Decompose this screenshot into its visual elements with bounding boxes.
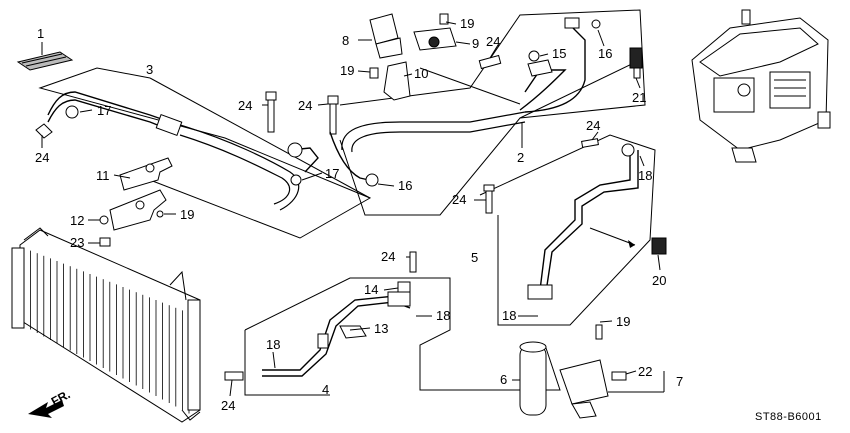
- callout-21: 21: [632, 90, 646, 105]
- callout-24: 24: [221, 398, 235, 413]
- callout-24: 24: [586, 118, 600, 133]
- callout-11: 11: [96, 168, 110, 183]
- callout-19: 19: [460, 16, 474, 31]
- callout-labels: 1 3 17 24 24 24 17 11 12 19 23 8 19 9 24…: [35, 16, 683, 413]
- callout-6: 6: [500, 372, 507, 387]
- leader-lines: [41, 21, 665, 397]
- callout-15: 15: [552, 46, 566, 61]
- callout-20: 20: [652, 273, 666, 288]
- callout-9: 9: [472, 36, 479, 51]
- bolts: [224, 54, 599, 381]
- condenser: [11, 227, 201, 423]
- callout-8: 8: [342, 33, 349, 48]
- brackets-11-12: [99, 157, 173, 247]
- callout-14: 14: [364, 282, 378, 297]
- callout-12: 12: [70, 213, 84, 228]
- callout-2: 2: [517, 150, 524, 165]
- callout-3: 3: [146, 62, 153, 77]
- callout-24: 24: [452, 192, 466, 207]
- callout-24: 24: [298, 98, 312, 113]
- callout-1: 1: [37, 26, 44, 41]
- evaporator-unit: [691, 9, 831, 163]
- brackets-8-9-10: [369, 13, 457, 101]
- pad-part-1: [16, 42, 74, 71]
- callout-24: 24: [486, 34, 500, 49]
- callout-24: 24: [381, 249, 395, 264]
- hose-3: [35, 91, 319, 211]
- callout-19: 19: [340, 63, 354, 78]
- callout-4: 4: [322, 382, 329, 397]
- callout-23: 23: [70, 235, 84, 250]
- callout-18: 18: [436, 308, 450, 323]
- callout-7: 7: [676, 374, 683, 389]
- callout-18: 18: [502, 308, 516, 323]
- hose-2: [329, 17, 601, 187]
- front-arrow: [28, 400, 64, 418]
- callout-19: 19: [180, 207, 194, 222]
- callout-18: 18: [638, 168, 652, 183]
- callout-16: 16: [598, 46, 612, 61]
- callout-17: 17: [97, 103, 111, 118]
- receiver-drier: [519, 324, 627, 419]
- callout-17: 17: [325, 166, 339, 181]
- callout-24: 24: [35, 150, 49, 165]
- callout-22: 22: [638, 364, 652, 379]
- pipe-5: [527, 143, 639, 300]
- callout-18: 18: [266, 337, 280, 352]
- callout-24: 24: [238, 98, 252, 113]
- diagram-code: ST88-B6001: [755, 411, 822, 423]
- small-parts: [528, 47, 667, 255]
- callout-5: 5: [471, 250, 478, 265]
- callout-19: 19: [616, 314, 630, 329]
- callout-16: 16: [398, 178, 412, 193]
- callout-13: 13: [374, 321, 388, 336]
- callout-10: 10: [414, 66, 428, 81]
